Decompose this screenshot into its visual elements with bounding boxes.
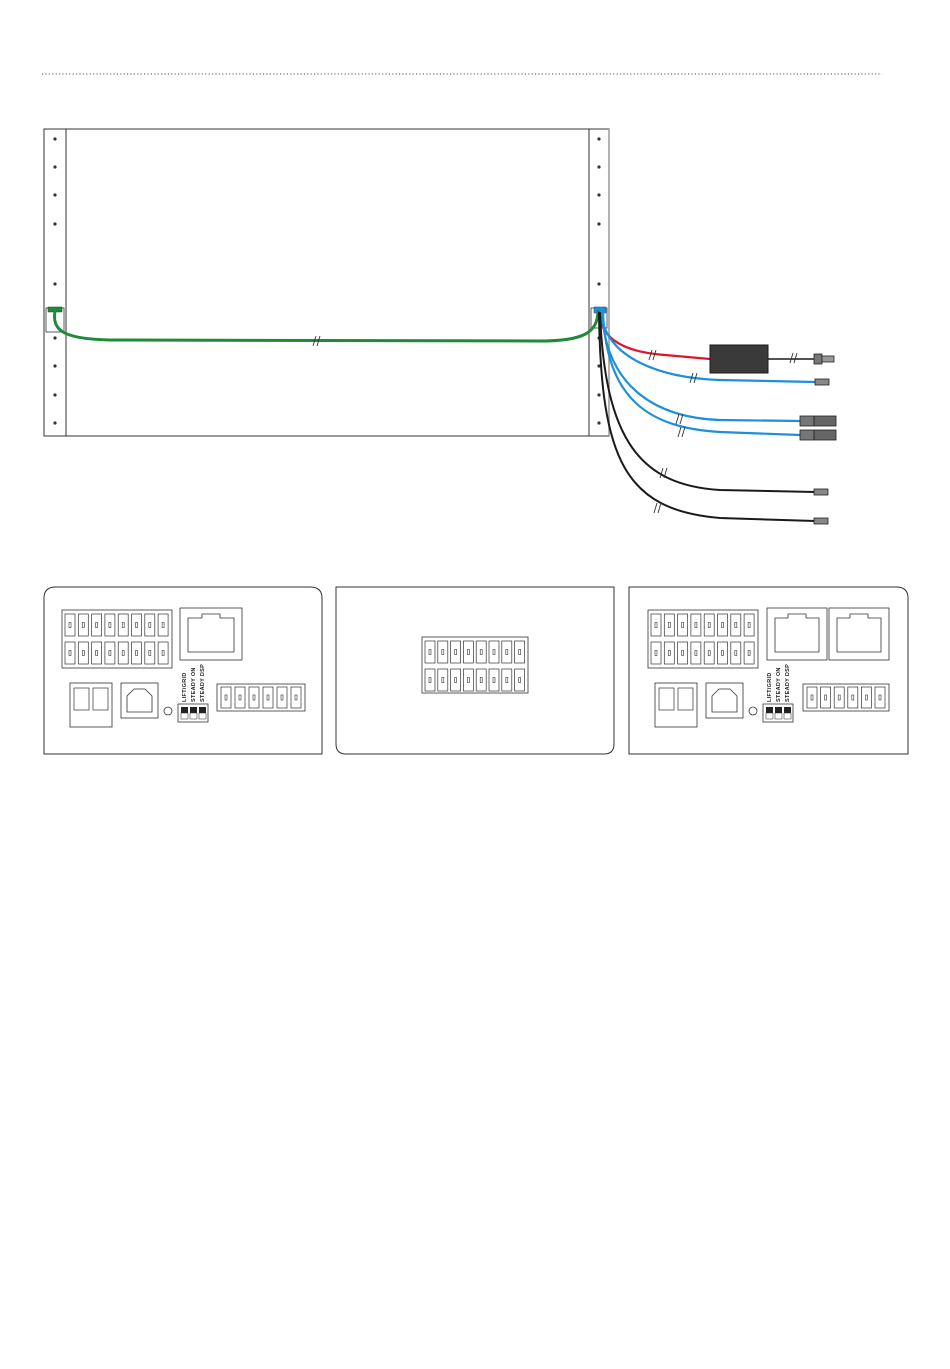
terminal-pin <box>834 687 844 708</box>
blue-cable-3 <box>603 312 800 435</box>
terminal-pin <box>704 642 714 664</box>
terminal-pin <box>731 614 741 636</box>
terminal-pin <box>744 614 754 636</box>
terminal-pin <box>664 642 674 664</box>
terminal-pin <box>718 614 728 636</box>
blue-cable-1 <box>601 312 815 382</box>
mounting-hole <box>53 393 56 396</box>
terminal-pin <box>489 641 499 663</box>
terminal-pin <box>875 687 885 708</box>
mounting-hole <box>53 137 56 140</box>
terminal-pin <box>691 642 701 664</box>
mounting-hole <box>53 193 56 196</box>
terminal-pin <box>249 687 259 708</box>
mounting-hole <box>597 222 600 225</box>
terminal-pin <box>158 642 168 664</box>
power-supply-brick <box>710 345 768 373</box>
dip-label-3: STEADY DSP <box>200 664 206 702</box>
mounting-hole <box>53 336 56 339</box>
terminal-pin <box>78 614 88 636</box>
status-led <box>749 707 757 715</box>
terminal-pin <box>132 614 142 636</box>
terminal-pin <box>502 669 512 691</box>
black-cable-1 <box>600 313 815 492</box>
terminal-pin <box>848 687 858 708</box>
terminal-pin <box>451 669 461 691</box>
terminal-pin <box>277 687 287 708</box>
mounting-hole <box>597 421 600 424</box>
terminal-pin <box>664 614 674 636</box>
terminal-pin <box>438 641 448 663</box>
terminal-pin <box>105 614 115 636</box>
mounting-hole <box>53 364 56 367</box>
terminal-pin <box>704 614 714 636</box>
terminal-pin <box>476 669 486 691</box>
terminal-pin <box>221 687 231 708</box>
black-cable-2 <box>599 313 815 521</box>
terminal-pin <box>118 642 128 664</box>
terminal-pin <box>425 641 435 663</box>
terminal-pin <box>515 669 525 691</box>
dip-label-1: LIFT/GRID <box>182 672 188 702</box>
mounting-hole <box>597 165 600 168</box>
terminal-pin <box>65 614 75 636</box>
controller-right: LIFT/GRID STEADY ON STEADY DSP <box>629 587 908 754</box>
terminal-pin <box>145 614 155 636</box>
mounting-hole <box>53 165 56 168</box>
terminal-pin <box>744 642 754 664</box>
controller-left: LIFT/GRID STEADY ON STEADY DSP <box>44 587 322 754</box>
terminal-pin <box>235 687 245 708</box>
terminal-pin <box>678 642 688 664</box>
mounting-hole <box>53 282 56 285</box>
terminal-pin <box>651 642 661 664</box>
terminal-pin <box>861 687 871 708</box>
mounting-hole <box>597 193 600 196</box>
controller-middle <box>336 587 614 754</box>
terminal-pin <box>78 642 88 664</box>
terminal-pin <box>489 669 499 691</box>
terminal-pin <box>502 641 512 663</box>
status-led <box>164 707 172 715</box>
terminal-pin <box>438 669 448 691</box>
mounting-hole <box>53 421 56 424</box>
display-panel <box>44 129 609 436</box>
mounting-hole <box>53 222 56 225</box>
dip-label-3: STEADY DSP <box>785 664 791 702</box>
cable-plugs <box>800 354 836 524</box>
terminal-pin <box>678 614 688 636</box>
terminal-pin <box>263 687 273 708</box>
terminal-pin <box>451 641 461 663</box>
blue-cable-2 <box>602 312 800 421</box>
terminal-pin <box>158 614 168 636</box>
terminal-pin <box>118 614 128 636</box>
terminal-pin <box>718 642 728 664</box>
mounting-hole <box>597 393 600 396</box>
terminal-pin <box>132 642 142 664</box>
terminal-pin <box>821 687 831 708</box>
terminal-pin <box>92 614 102 636</box>
mounting-hole <box>597 282 600 285</box>
terminal-pin <box>731 642 741 664</box>
terminal-pin <box>651 614 661 636</box>
dip-label-2: STEADY ON <box>191 667 197 702</box>
red-power-cable <box>599 312 710 359</box>
terminal-pin <box>65 642 75 664</box>
mounting-hole <box>597 137 600 140</box>
terminal-pin <box>463 669 473 691</box>
terminal-pin <box>515 641 525 663</box>
terminal-pin <box>291 687 301 708</box>
ethernet-port-outline <box>188 614 234 652</box>
terminal-pin <box>807 687 817 708</box>
terminal-pin <box>145 642 155 664</box>
terminal-pin <box>425 669 435 691</box>
terminal-pin <box>691 614 701 636</box>
terminal-pin <box>105 642 115 664</box>
panel-frame <box>44 129 609 436</box>
dip-label-1: LIFT/GRID <box>767 672 773 702</box>
terminal-pin <box>92 642 102 664</box>
terminal-pin <box>476 641 486 663</box>
dip-label-2: STEADY ON <box>776 667 782 702</box>
terminal-pin <box>463 641 473 663</box>
